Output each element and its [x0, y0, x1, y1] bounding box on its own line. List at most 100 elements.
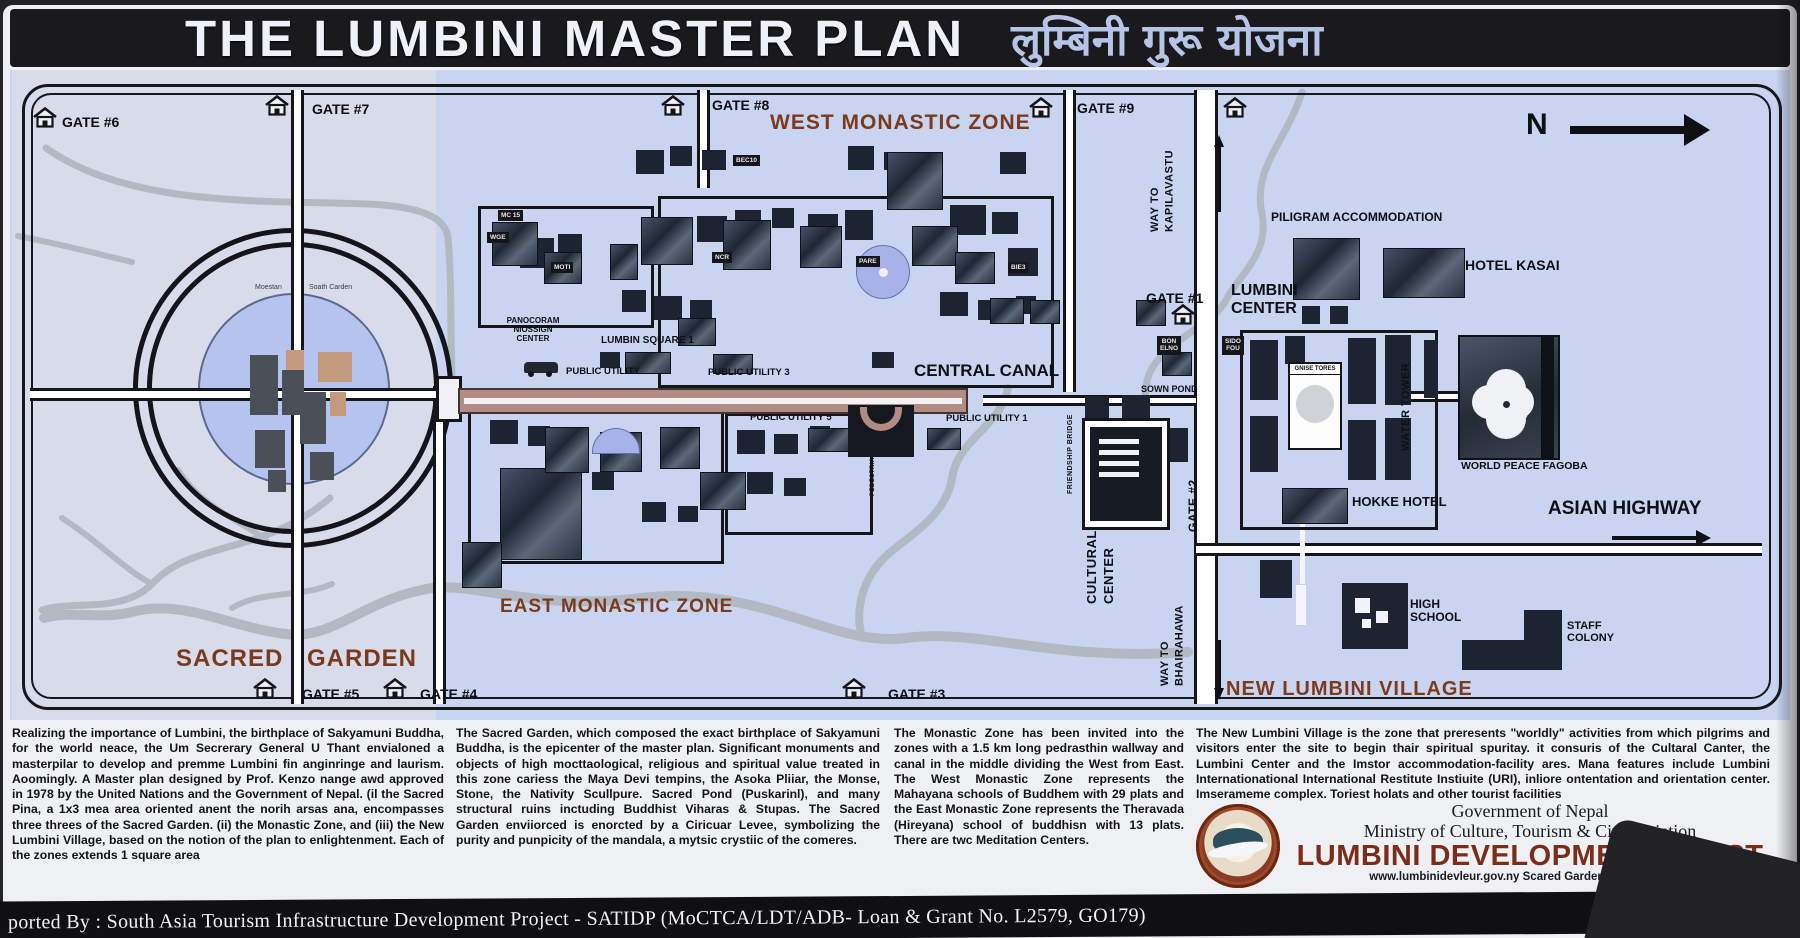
- site-photo-thumbnail: [1383, 248, 1465, 298]
- monastic-compound-outline: [658, 196, 1054, 388]
- lumbini-center-tower-block: GNISE TORES: [1288, 362, 1342, 450]
- way-to-bhairahawa-arrow-head: [1214, 688, 1224, 700]
- monastery-plot: [1250, 340, 1278, 400]
- site-photo-thumbnail: [955, 252, 995, 284]
- zone-label: EAST MONASTIC ZONE: [500, 596, 734, 617]
- map-road-vertical: [433, 386, 446, 704]
- gate-house-icon: [841, 677, 867, 700]
- site-photo-thumbnail: [800, 226, 842, 268]
- monastery-plot: [992, 212, 1018, 234]
- sacred-garden-ruin: [310, 452, 334, 480]
- site-photo-thumbnail: [1293, 238, 1360, 300]
- monastery-plot: [774, 434, 798, 454]
- site-photo-thumbnail: [912, 226, 958, 266]
- map-label: HOTEL KASAI: [1465, 257, 1560, 273]
- plot-name-chip: BON ELNO: [1157, 336, 1182, 355]
- sacred-garden-ruin: [268, 470, 286, 492]
- gate-label: GATE #7: [312, 101, 370, 117]
- way-to-bhairahawa-arrow-shaft: [1218, 640, 1221, 688]
- map-label: SOWN POND: [1141, 384, 1198, 394]
- monastery-plot: [490, 420, 518, 444]
- site-photo-thumbnail: [462, 542, 502, 588]
- panorama-center-vehicle-icon: [524, 362, 558, 377]
- site-photo-thumbnail: [492, 222, 538, 266]
- monastery-plot: [636, 150, 664, 174]
- map-road-vertical: [1063, 90, 1076, 392]
- monastery-plot: [1285, 336, 1305, 364]
- monastery-plot: [1348, 420, 1376, 480]
- map-label: STAFF COLONY: [1567, 620, 1615, 645]
- bridge-arch: [860, 407, 902, 431]
- monastery-plot: [622, 290, 646, 312]
- monastery-plot: [772, 208, 794, 228]
- monastery-plot: [872, 352, 894, 368]
- monastery-plot: [690, 300, 712, 318]
- canal-center-stripe: [464, 398, 962, 404]
- zone-label: WEST MONASTIC ZONE: [770, 111, 1031, 134]
- zone-label: SACRED GARDEN: [176, 645, 418, 672]
- map-label: WORLD PEACE FAGOBA: [1461, 460, 1588, 472]
- highway-arrow-shaft: [1612, 536, 1696, 540]
- site-photo-thumbnail: [610, 244, 638, 280]
- monastery-plot: [784, 478, 806, 496]
- sacred-garden-ruin: [282, 370, 304, 415]
- monastery-plot: [747, 472, 773, 494]
- monastery-plot: [1302, 306, 1320, 324]
- map-road-stub: [1300, 524, 1305, 584]
- tower-label: GNISE TORES: [1290, 364, 1340, 375]
- map-label-vertical: WAY TO KAPILAVASTU: [1149, 149, 1176, 232]
- paragraph-monastic-zone-rest: has been invited into the zones with a 1…: [894, 726, 1184, 848]
- tower-circle: [1296, 385, 1334, 423]
- map-label-vertical: FRIENDSHIP BRIDGE: [1067, 414, 1074, 494]
- gate-label: GATE #1: [1146, 290, 1204, 306]
- monastery-plot: [558, 234, 582, 256]
- gate-label: GATE #4: [420, 686, 478, 702]
- sacred-garden-ruin-tan: [330, 392, 346, 416]
- gate-house-icon: [32, 106, 58, 129]
- monastery-plot: [1348, 338, 1376, 404]
- cultural-center-block: [1082, 418, 1170, 530]
- west-zone-pond-center: [879, 268, 888, 277]
- monastery-plot: [848, 146, 874, 170]
- map-road-horizontal: [30, 388, 454, 401]
- site-photo-thumbnail: [1162, 352, 1192, 376]
- gate-label: GATE #6: [62, 114, 120, 130]
- monastery-plot: [1250, 416, 1278, 472]
- plot-name-chip: PARE: [856, 256, 880, 268]
- site-photo-thumbnail: [887, 152, 943, 210]
- sacred-garden-ruin-tan: [318, 352, 352, 382]
- map-label: HIGH SCHOOL: [1410, 597, 1462, 625]
- monastery-plot: [1424, 340, 1438, 398]
- monastery-plot: [670, 146, 692, 166]
- government-line: Government of Nepal: [1451, 801, 1609, 821]
- high-school-block: [1342, 583, 1408, 649]
- monastery-plot: [702, 150, 726, 170]
- map-label: PUBLIC UTILITY 3: [708, 367, 790, 378]
- staff-colony-block: [1462, 640, 1562, 670]
- page-title: THE LUMBINI MASTER PLAN: [185, 9, 966, 67]
- map-road-vertical: [1194, 90, 1218, 704]
- photo-right-shadow: [1776, 0, 1800, 938]
- way-to-kapilavastu-arrow-head: [1214, 135, 1224, 147]
- monastery-plot: [528, 426, 550, 446]
- gate-house-icon: [1028, 96, 1054, 119]
- map-outer-frame: [22, 84, 1782, 710]
- map-label: PUBLIC UTILITY 1: [946, 413, 1028, 424]
- title-bar: THE LUMBINI MASTER PLAN लुम्बिनी गुरू यो…: [10, 9, 1790, 67]
- sacred-garden-ruin-tan: [286, 350, 304, 370]
- paragraph-sacred-garden: The Sacred Garden, which composed the ex…: [456, 726, 880, 848]
- staff-colony-block-upper: [1524, 610, 1562, 642]
- paragraph-new-lumbini-village: The New Lumbini Village is the zone that…: [1196, 726, 1770, 802]
- map-label: ASIAN HIGHWAY: [1548, 498, 1702, 519]
- monastery-plot: [1260, 560, 1292, 598]
- lumbini-development-trust-logo: [1196, 804, 1280, 888]
- central-canal: [458, 388, 968, 414]
- way-to-kapilavastu-arrow-shaft: [1218, 146, 1221, 212]
- monastery-plot: [654, 296, 682, 320]
- site-photo-thumbnail: [641, 217, 693, 265]
- map-road-stub: [1296, 585, 1306, 625]
- plot-name-chip: SIDO FOU: [1222, 336, 1244, 355]
- gate-label: GATE #5: [302, 686, 360, 702]
- monastery-plot: [600, 352, 620, 368]
